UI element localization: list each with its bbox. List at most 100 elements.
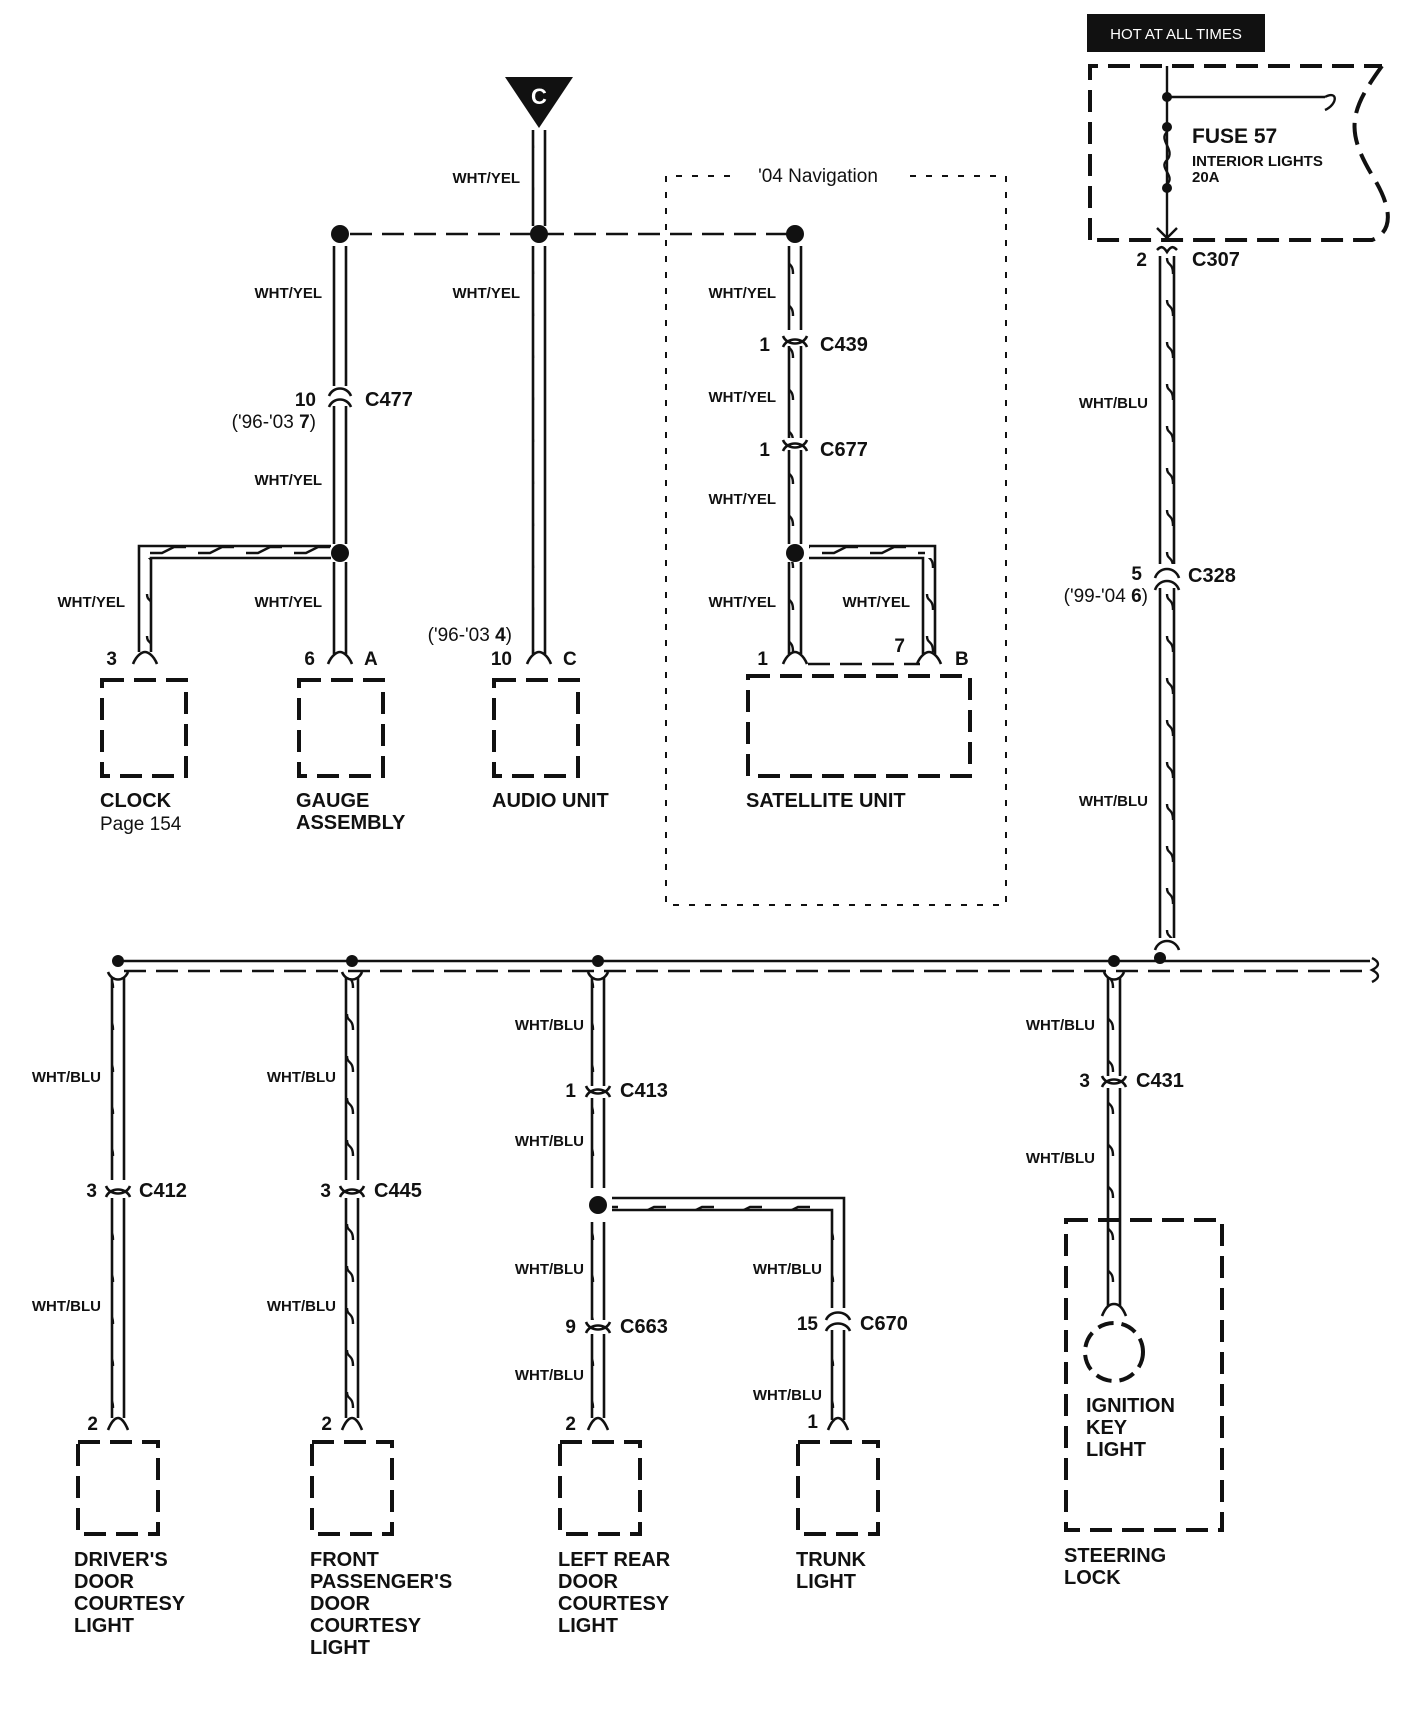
- connector-label: C677: [820, 439, 868, 461]
- wire-color-label: WHT/YEL: [255, 285, 323, 302]
- connector-icon: [584, 1085, 612, 1095]
- component-box: [796, 1440, 880, 1536]
- fuse-box-outline: [1088, 64, 1390, 242]
- wire-color-label: WHT/BLU: [515, 1261, 584, 1278]
- model-year-note: ('96-'03 4): [428, 625, 512, 646]
- pin-number: 3: [320, 1181, 331, 1202]
- wire-color-label: WHT/BLU: [1079, 793, 1148, 810]
- wire-steering-lock-branch: WHT/BLU 3 C431 WHT/BLU: [1026, 971, 1184, 1317]
- wire-color-label: WHT/YEL: [709, 285, 777, 302]
- connector-label: C439: [820, 334, 868, 356]
- connector-icon: [824, 1311, 852, 1321]
- pin-number: 10: [491, 649, 512, 670]
- female-terminal-icon: [326, 650, 354, 665]
- wire-color-label: WHT/BLU: [267, 1069, 336, 1086]
- splice-dot: [589, 1196, 607, 1214]
- connection-marker-c: C: [505, 77, 573, 128]
- power-bus: [112, 952, 1380, 984]
- feed-wire-wht-blu: WHT/BLU WHT/BLU: [1079, 256, 1176, 938]
- female-terminal-icon: [781, 650, 809, 665]
- wire-color-label: WHT/YEL: [255, 472, 323, 489]
- ignition-key-light-bulb-icon: [1083, 1321, 1145, 1383]
- connector-label: C477: [365, 389, 413, 411]
- splice-dot: [331, 225, 349, 243]
- component-clock: 3 CLOCK Page 154: [100, 649, 188, 835]
- wire-satellite-branch: WHT/YEL 1 C439 WHT/YEL 1 C677 WHT/YEL WH…: [709, 246, 937, 666]
- connector-icon: [1153, 567, 1181, 579]
- splice-dot: [530, 225, 548, 243]
- connector-icon: [1100, 1075, 1128, 1085]
- connector-icon: [338, 1185, 366, 1195]
- wire-left-rear-branch: WHT/BLU 1 C413 WHT/BLU WHT/BLU 15 C670 W…: [515, 971, 908, 1420]
- pin-number: 15: [797, 1314, 819, 1335]
- pin-number: 9: [565, 1317, 576, 1338]
- wire-color-label: WHT/YEL: [709, 594, 777, 611]
- wire-color-label: WHT/BLU: [515, 1367, 584, 1384]
- connector-label: C307: [1192, 249, 1240, 271]
- connector-letter: C: [563, 649, 577, 670]
- wire-color-label: WHT/BLU: [753, 1261, 822, 1278]
- connector-letter: B: [955, 649, 969, 670]
- component-name: CLOCK: [100, 790, 172, 812]
- wire-color-label: WHT/YEL: [453, 285, 521, 302]
- pin-number: 6: [304, 649, 315, 670]
- component-name: GAUGE: [296, 790, 369, 812]
- splice-dot: [786, 225, 804, 243]
- component-box: [100, 678, 188, 778]
- connector-label: C445: [374, 1180, 422, 1202]
- female-terminal-icon: [586, 1416, 610, 1431]
- splice-dot: [112, 955, 124, 967]
- component-box: [492, 678, 580, 778]
- wire-color-label: WHT/BLU: [515, 1017, 584, 1034]
- wire-color-label: WHT/BLU: [32, 1069, 101, 1086]
- female-terminal-icon: [131, 650, 159, 665]
- model-year-note: ('99-'04 6): [1064, 586, 1148, 607]
- wire-gauge-branch: WHT/YEL 10 C477 ('96-'03 7) WHT/YEL WHT/…: [58, 246, 413, 654]
- connection-triangle-icon: [505, 77, 573, 128]
- splice-dot: [331, 544, 349, 562]
- connector-label: C670: [860, 1313, 908, 1335]
- pin-number: 3: [1079, 1071, 1090, 1092]
- pin-number: 1: [759, 335, 770, 356]
- female-terminal-icon: [106, 1416, 130, 1431]
- connector-icon: [1156, 245, 1178, 255]
- male-terminal-icon: [1156, 227, 1178, 240]
- wire-color-label: WHT/BLU: [1026, 1150, 1095, 1167]
- connector-label: C431: [1136, 1070, 1184, 1092]
- wire-color-label: WHT/BLU: [32, 1298, 101, 1315]
- fuse-circuit-label: INTERIOR LIGHTS: [1192, 153, 1323, 170]
- fuse-terminal-dot: [1162, 122, 1172, 132]
- connection-letter: C: [531, 84, 547, 109]
- connector-icon: [104, 1185, 132, 1195]
- wire-break-icon: [1324, 94, 1336, 112]
- splice-dot: [786, 544, 804, 562]
- pin-number: 2: [1136, 250, 1147, 271]
- connector-c328: 5 C328 ('99-'04 6): [1064, 564, 1236, 607]
- wire-color-label: WHT/BLU: [515, 1133, 584, 1150]
- component-box: [310, 1440, 394, 1536]
- component-box: [297, 678, 385, 778]
- pin-number: 1: [757, 649, 768, 670]
- fuse-rating-label: 20A: [1192, 169, 1220, 186]
- wire-color-label: WHT/YEL: [453, 170, 521, 187]
- pin-number: 1: [807, 1412, 818, 1433]
- wire-front-passenger-door-branch: WHT/BLU 3 C445 WHT/BLU: [267, 971, 422, 1418]
- pin-number: 5: [1131, 564, 1142, 585]
- connector-icon: [781, 439, 809, 449]
- connector-label: C412: [139, 1180, 187, 1202]
- fuse-terminal-dot: [1162, 183, 1172, 193]
- splice-dot: [1162, 92, 1172, 102]
- pin-number: 1: [565, 1081, 576, 1102]
- connector-c307: 2 C307: [1136, 245, 1240, 271]
- connector-icon: [1153, 939, 1181, 951]
- navigation-option-box: '04 Navigation: [665, 166, 1007, 906]
- wire-break-icon: [1369, 956, 1380, 984]
- component-name: ASSEMBLY: [296, 812, 406, 834]
- component-box: [746, 674, 972, 778]
